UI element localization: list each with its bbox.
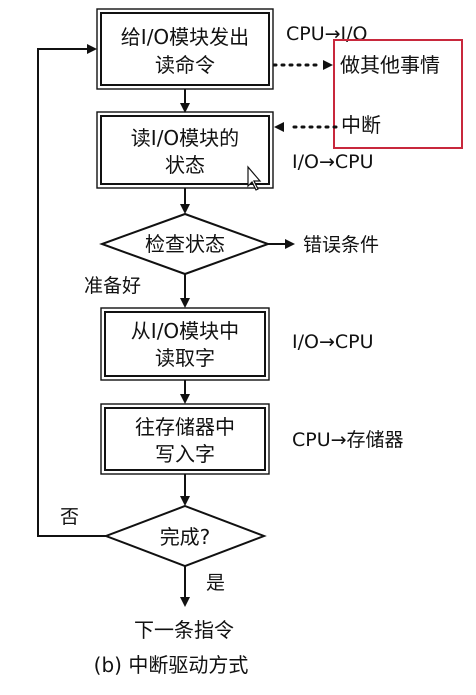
step-write-memory: 往存储器中 写入字 xyxy=(100,403,270,475)
branch-yes-label: 是 xyxy=(206,572,225,594)
side-box-interrupt: 中断 xyxy=(341,113,381,137)
decision-check-status: 检查状态 xyxy=(99,212,271,276)
step-read-word-line-1: 从I/O模块中 xyxy=(131,319,239,343)
dotted-arrow-interrupt-to-status xyxy=(274,122,338,132)
arrow-status-to-check xyxy=(180,188,190,214)
step-read-word: 从I/O模块中 读取字 xyxy=(100,307,270,381)
arrow-read-to-write xyxy=(180,380,190,404)
step-read-word-line-2: 读取字 xyxy=(155,346,215,370)
branch-error-condition: 错误条件 xyxy=(303,234,379,256)
arrow-error-branch xyxy=(268,239,295,249)
step-read-io-status: 读I/O模块的 状态 xyxy=(96,111,274,189)
step-issue-read-command: 给I/O模块发出 读命令 xyxy=(96,8,274,90)
arrow-yes-branch xyxy=(180,566,190,607)
step-read-io-status-line-1: 读I/O模块的 xyxy=(131,126,239,150)
mouse-cursor-icon xyxy=(247,165,262,191)
transfer-io-to-cpu-word: I/O→CPU xyxy=(292,331,374,353)
arrow-write-to-done xyxy=(180,474,190,506)
arrow-ready-branch xyxy=(180,274,190,308)
transfer-cpu-to-memory: CPU→存储器 xyxy=(292,429,404,451)
step-write-memory-line-2: 写入字 xyxy=(155,442,215,466)
side-box-do-other-work: 做其他事情 xyxy=(340,53,440,77)
transfer-io-to-cpu-status: I/O→CPU xyxy=(292,151,374,173)
decision-done-label: 完成? xyxy=(160,525,211,549)
step-write-memory-line-1: 往存储器中 xyxy=(135,415,235,439)
side-box-border xyxy=(333,39,463,149)
step-issue-read-command-line-2: 读命令 xyxy=(155,53,215,77)
step-read-io-status-line-2: 状态 xyxy=(165,153,205,177)
figure-caption: (b) 中断驱动方式 xyxy=(94,653,249,677)
step-issue-read-command-line-1: 给I/O模块发出 xyxy=(121,25,249,49)
decision-check-status-label: 检查状态 xyxy=(145,232,225,256)
arrow-issue-to-read-status xyxy=(180,89,190,113)
branch-no-label: 否 xyxy=(60,506,79,528)
next-instruction-label: 下一条指令 xyxy=(134,618,234,642)
dotted-arrow-to-other-work xyxy=(272,60,333,70)
branch-ready-label: 准备好 xyxy=(84,275,141,297)
side-box-other-work: 做其他事情 中断 xyxy=(333,39,463,149)
transfer-cpu-to-io: CPU→I/O xyxy=(286,23,368,45)
decision-done: 完成? xyxy=(103,504,267,568)
arrow-loop-back xyxy=(37,44,106,537)
